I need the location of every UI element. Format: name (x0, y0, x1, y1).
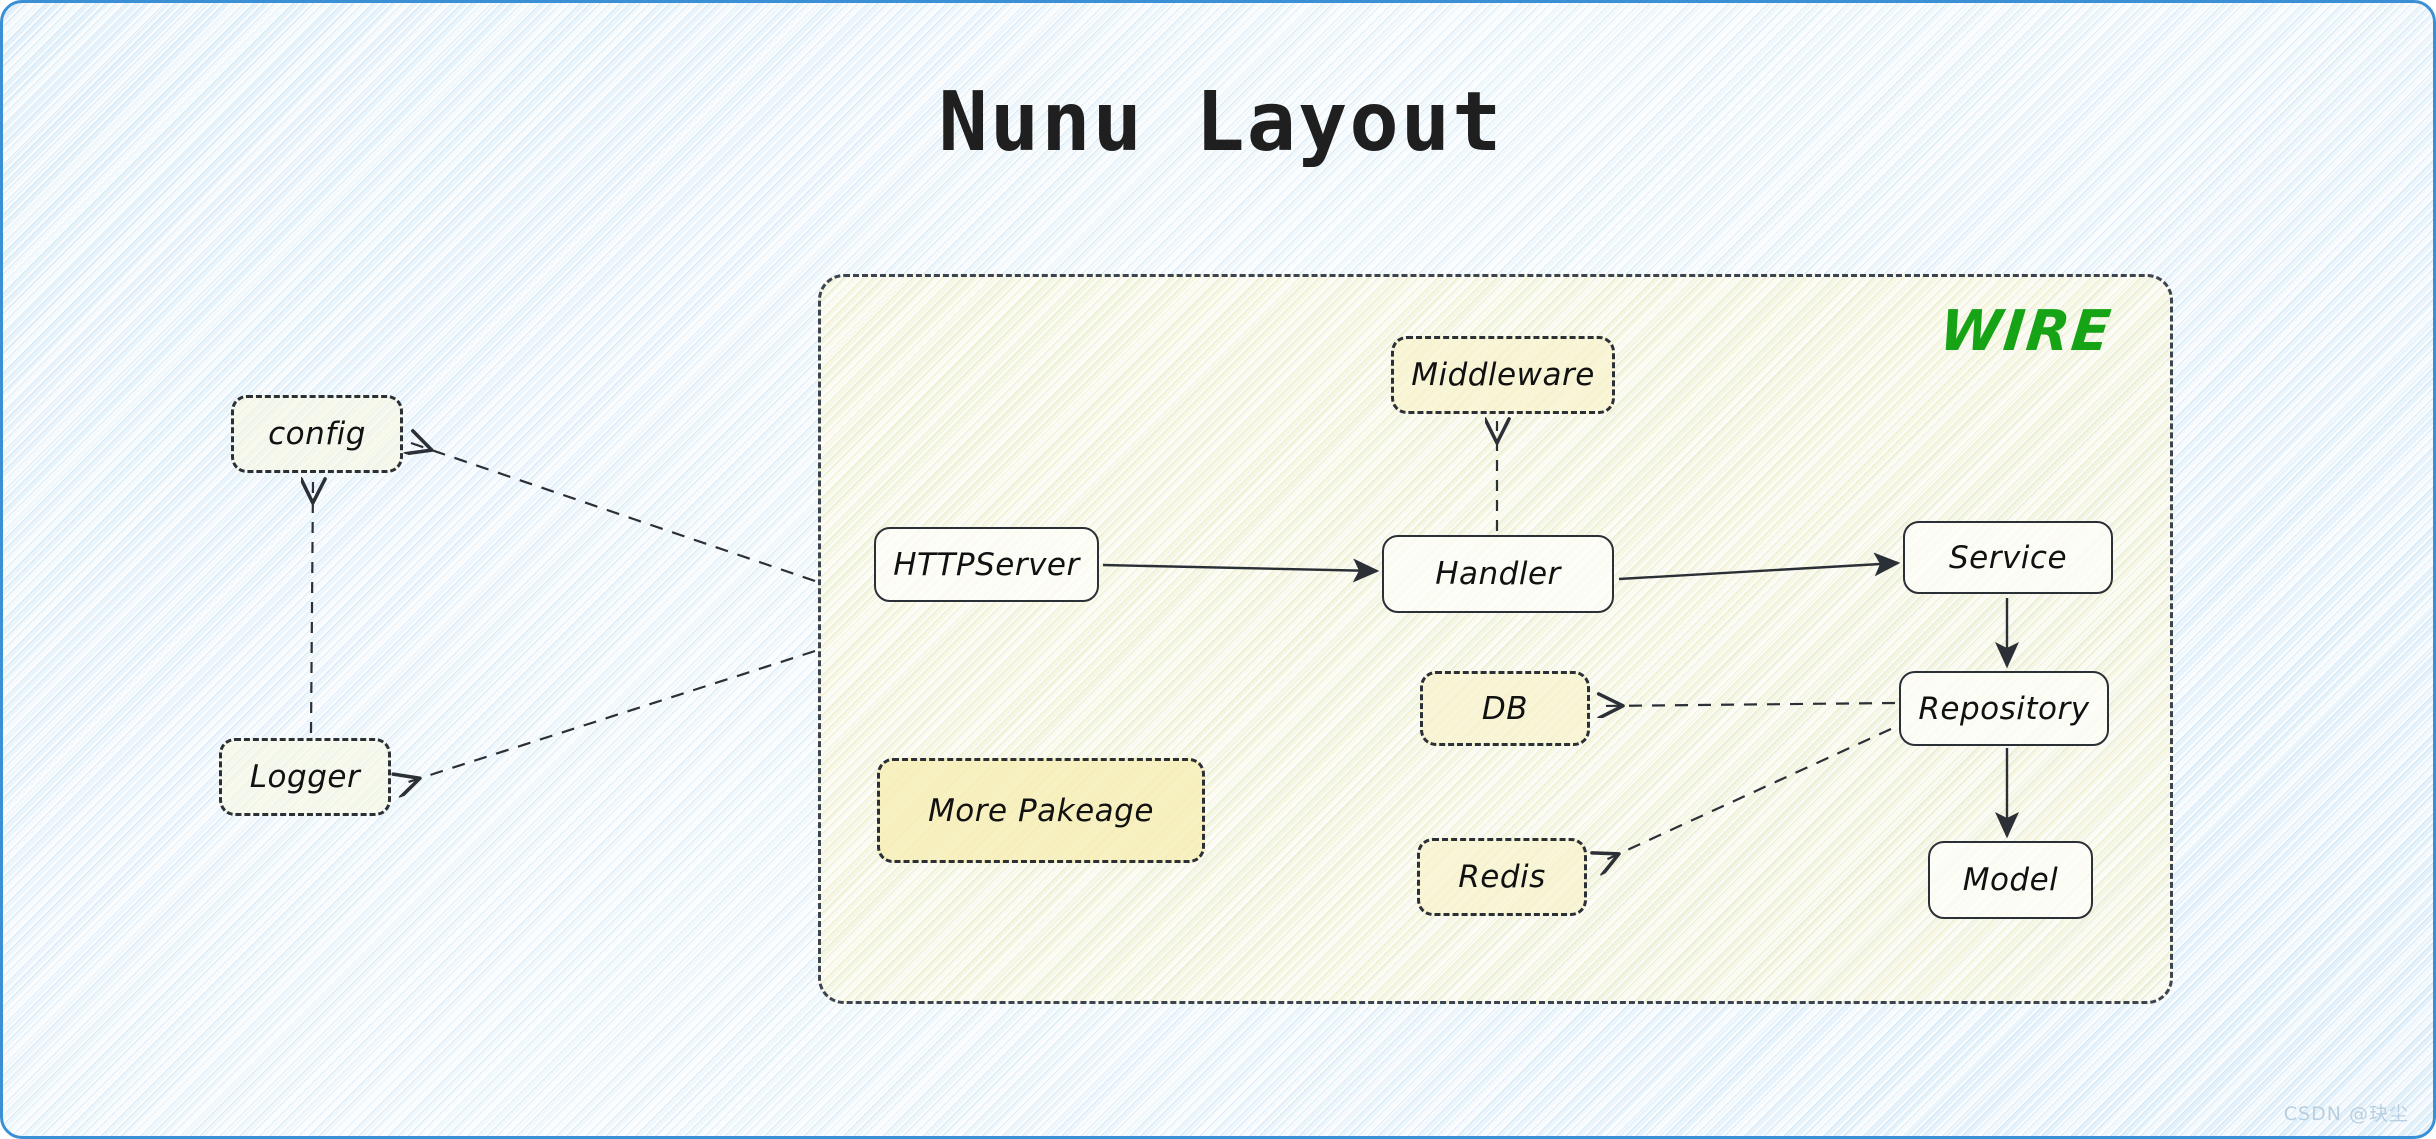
node-service[interactable]: Service (1903, 521, 2113, 594)
wire-group-label: WIRE (1936, 299, 2116, 364)
node-db[interactable]: DB (1420, 671, 1590, 746)
node-model[interactable]: Model (1928, 841, 2093, 919)
node-config[interactable]: config (231, 395, 403, 473)
node-morepakeage[interactable]: More Pakeage (877, 758, 1205, 863)
edge-logger-config (311, 481, 313, 734)
edge-wire-config (411, 443, 816, 583)
node-repository[interactable]: Repository (1899, 671, 2109, 746)
node-redis[interactable]: Redis (1417, 838, 1587, 916)
node-logger[interactable]: Logger (219, 738, 391, 816)
watermark: CSDN @玦尘 (2283, 1103, 2409, 1125)
node-httpserver[interactable]: HTTPServer (874, 527, 1099, 602)
page-title: Nunu Layout (938, 75, 1504, 170)
edge-wire-logger (399, 649, 816, 785)
node-handler[interactable]: Handler (1382, 535, 1614, 613)
node-middleware[interactable]: Middleware (1391, 336, 1615, 414)
